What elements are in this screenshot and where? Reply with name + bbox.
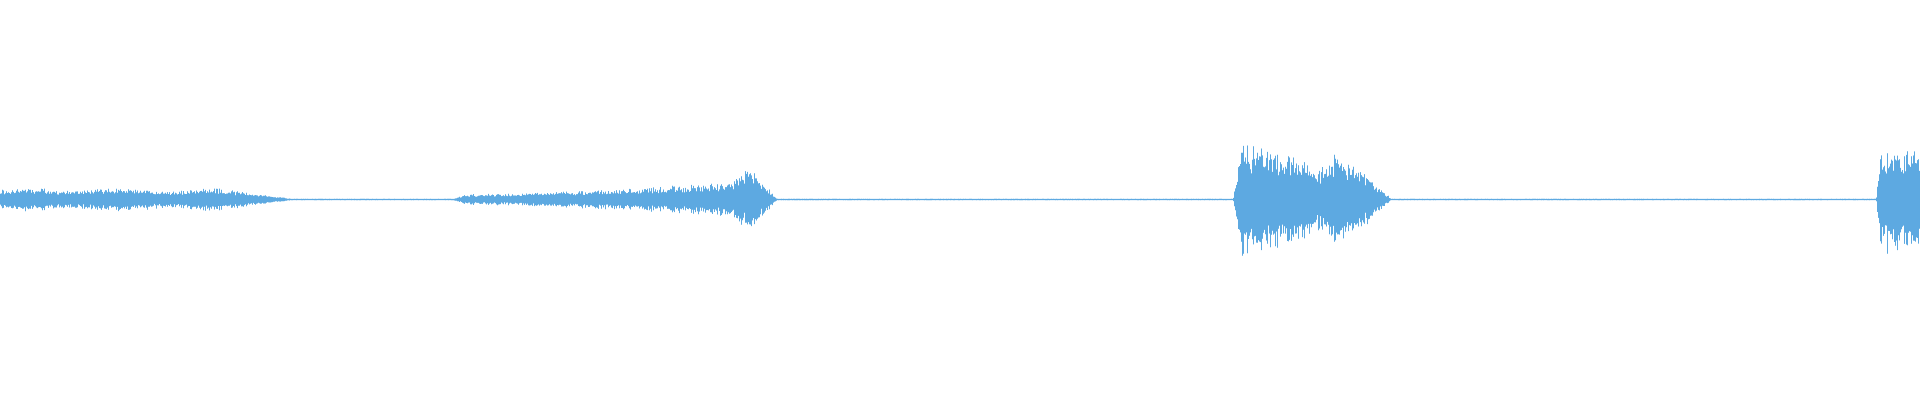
waveform-signal bbox=[0, 145, 1920, 256]
